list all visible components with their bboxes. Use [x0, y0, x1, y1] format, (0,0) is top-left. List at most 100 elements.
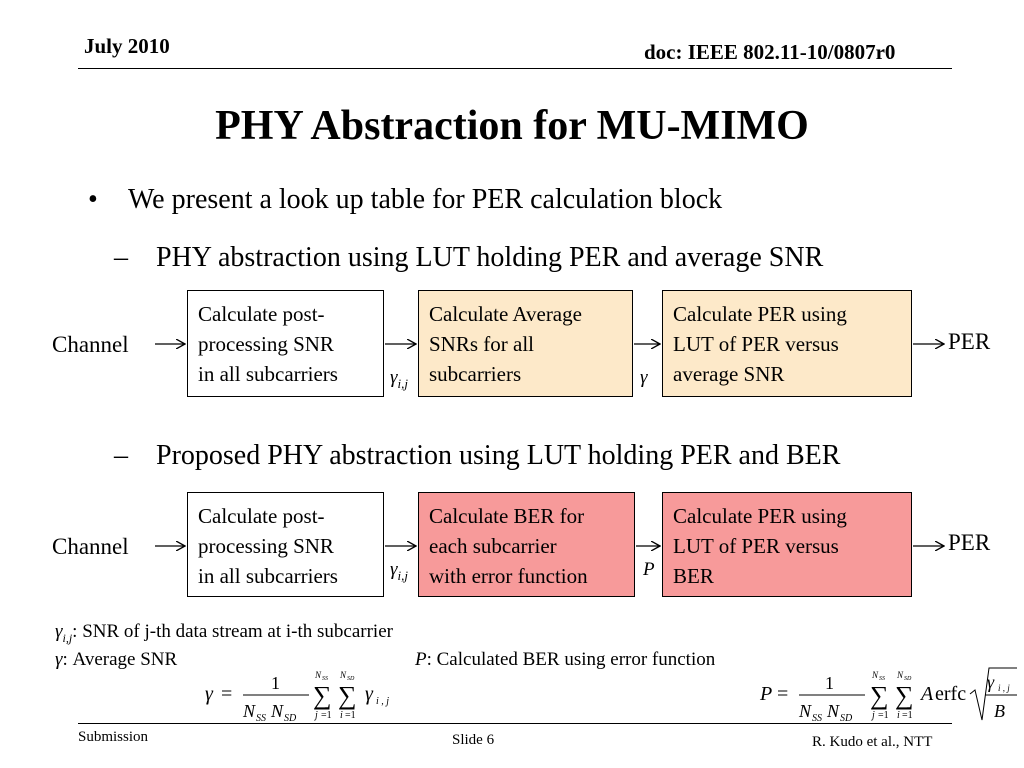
svg-text:=1: =1: [345, 710, 356, 721]
svg-text:erfc: erfc: [935, 683, 966, 705]
svg-text:1: 1: [825, 673, 834, 693]
svg-text:1: 1: [271, 673, 280, 693]
flow2-box-per-lut: Calculate PER using LUT of PER versus BE…: [662, 492, 912, 597]
box-line: Calculate PER using: [673, 302, 847, 326]
header-date: July 2010: [84, 34, 170, 58]
sub-bullet-marker: –: [114, 440, 128, 471]
box-line: SNRs for all: [429, 332, 534, 356]
per-output-label-2: PER: [948, 530, 991, 555]
svg-text:SD: SD: [840, 713, 853, 724]
svg-text:=1: =1: [321, 710, 332, 721]
flow2-p-label: P: [643, 559, 655, 580]
flow2-box-ber: Calculate BER for each subcarrier with e…: [418, 492, 635, 597]
flow2-box-post-snr: Calculate post- processing SNR in all su…: [187, 492, 384, 597]
header-rule: [78, 68, 952, 69]
definition-p: P: Calculated BER using error function: [415, 649, 715, 671]
svg-text:=1: =1: [878, 710, 889, 721]
svg-text:N: N: [314, 670, 322, 680]
footer-submission: Submission: [78, 729, 149, 745]
svg-text:SS: SS: [256, 713, 266, 724]
definition-symbol: γ: [55, 649, 63, 670]
box-line: each subcarrier: [429, 534, 557, 558]
svg-text:N: N: [871, 670, 879, 680]
definition-text: : Calculated BER using error function: [426, 649, 716, 670]
flow1-gamma-ij-label: γi,j: [390, 367, 408, 391]
svg-text:N: N: [270, 701, 284, 721]
box-line: with error function: [429, 564, 588, 588]
svg-text:∑: ∑: [338, 681, 357, 710]
svg-text:N: N: [339, 670, 347, 680]
footer-rule: [78, 723, 952, 724]
svg-text:j: j: [313, 710, 318, 721]
channel-label-1: Channel: [52, 332, 129, 357]
flow1-box-per-lut: Calculate PER using LUT of PER versus av…: [662, 290, 912, 397]
footer-slide-number: Slide 6: [452, 732, 495, 748]
definition-text: : Average SNR: [62, 649, 178, 670]
box-line: LUT of PER versus: [673, 534, 839, 558]
svg-text:B: B: [994, 701, 1005, 721]
svg-text:=: =: [221, 683, 232, 705]
svg-text:SD: SD: [284, 713, 297, 724]
svg-text:∑: ∑: [895, 681, 914, 710]
definition-gamma-ij: γi,j: SNR of j-th data stream at i-th su…: [55, 621, 393, 645]
box-line: processing SNR: [198, 534, 334, 558]
flow1-gamma-label: γ: [640, 367, 648, 388]
svg-text:∑: ∑: [870, 681, 889, 710]
svg-text:A: A: [919, 683, 934, 705]
channel-label-2: Channel: [52, 534, 129, 559]
box-line: Calculate Average: [429, 302, 582, 326]
bullet-marker: •: [88, 184, 98, 215]
box-line: Calculate PER using: [673, 504, 847, 528]
sub-bullet-2: –Proposed PHY abstraction using LUT hold…: [114, 440, 840, 472]
box-line: BER: [673, 564, 714, 588]
svg-text:j: j: [870, 710, 875, 721]
svg-text:N: N: [798, 701, 812, 721]
footer-author: R. Kudo et al., NTT: [812, 734, 933, 750]
svg-text:SS: SS: [812, 713, 822, 724]
definition-gamma: γ: Average SNR: [55, 649, 177, 671]
svg-text:P: P: [759, 683, 772, 705]
bullet-item: • We present a look up table for PER calc…: [88, 184, 722, 216]
box-line: in all subcarriers: [198, 564, 338, 588]
box-line: LUT of PER versus: [673, 332, 839, 356]
svg-text:i: i: [897, 710, 900, 721]
svg-text:=: =: [777, 683, 788, 705]
svg-text:SS: SS: [879, 676, 885, 682]
svg-text:γ: γ: [987, 672, 995, 692]
slide-title: PHY Abstraction for MU-MIMO: [215, 103, 809, 149]
svg-text:N: N: [826, 701, 840, 721]
box-line: Calculate BER for: [429, 504, 585, 528]
svg-text:=1: =1: [902, 710, 913, 721]
svg-text:∑: ∑: [313, 681, 332, 710]
svg-text:i: i: [340, 710, 343, 721]
sub-bullet-1: –PHY abstraction using LUT holding PER a…: [114, 242, 823, 274]
box-line: processing SNR: [198, 332, 334, 356]
flow1-box-average-snr: Calculate Average SNRs for all subcarrie…: [418, 290, 633, 397]
svg-text:N: N: [896, 670, 904, 680]
svg-text:SS: SS: [322, 676, 328, 682]
svg-text:i , j: i , j: [998, 683, 1010, 693]
svg-text:N: N: [242, 701, 256, 721]
header-doc-id: doc: IEEE 802.11-10/0807r0: [644, 40, 896, 64]
sub-bullet-marker: –: [114, 242, 128, 273]
svg-text:SD: SD: [347, 676, 355, 682]
svg-text:SD: SD: [904, 676, 912, 682]
box-line: subcarriers: [429, 362, 522, 386]
definition-symbol: P: [415, 649, 427, 670]
flow1-box-post-snr: Calculate post- processing SNR in all su…: [187, 290, 384, 397]
svg-text:γ: γ: [365, 683, 374, 705]
definition-text: : SNR of j-th data stream at i-th subcar…: [72, 621, 393, 642]
per-output-label-1: PER: [948, 329, 991, 354]
sub-bullet-text: Proposed PHY abstraction using LUT holdi…: [156, 440, 841, 471]
svg-text:γ: γ: [205, 683, 214, 705]
sub-bullet-text: PHY abstraction using LUT holding PER an…: [156, 242, 824, 273]
box-line: Calculate post-: [198, 302, 325, 326]
bullet-text: We present a look up table for PER calcu…: [128, 184, 723, 215]
box-line: Calculate post-: [198, 504, 325, 528]
box-line: in all subcarriers: [198, 362, 338, 386]
svg-text:i , j: i , j: [376, 696, 389, 707]
flow2-gamma-ij-label: γi,j: [390, 559, 408, 583]
